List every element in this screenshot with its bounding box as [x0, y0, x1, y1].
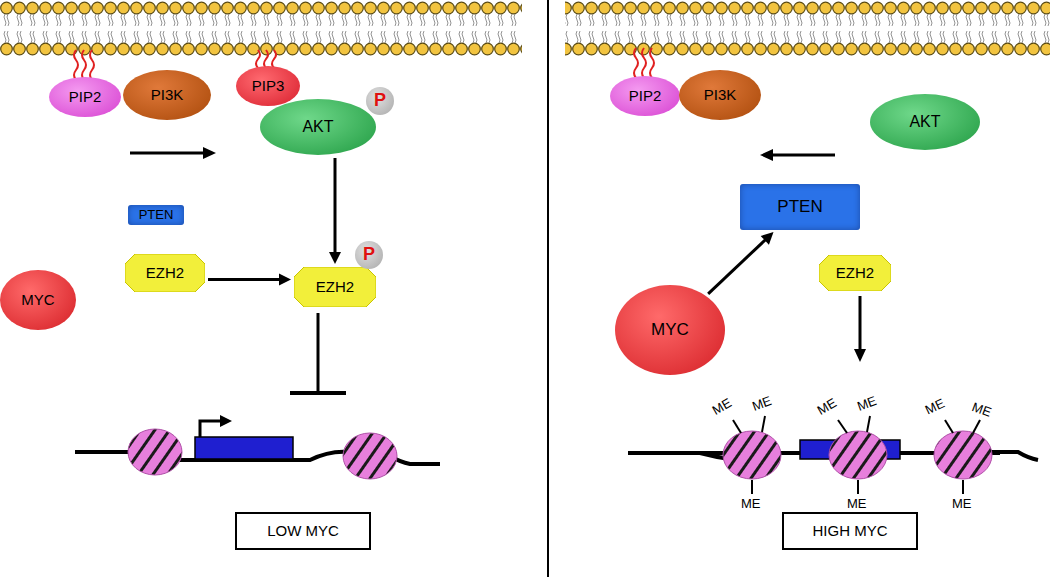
node-label: PIP2	[629, 88, 662, 105]
node-label: PIP2	[69, 89, 102, 106]
node-label: EZH2	[316, 279, 354, 296]
methyl-label: ME	[952, 497, 972, 510]
phosphatase-box: PTEN	[128, 205, 184, 225]
protein-node: EZH2	[294, 267, 376, 307]
protein-node: EZH2	[125, 254, 205, 292]
node-label: MYC	[651, 321, 689, 340]
lipid-node: PIP2	[49, 77, 121, 117]
divider	[547, 0, 549, 577]
kinase-node: PI3K	[123, 70, 211, 120]
node-label: PI3K	[151, 87, 184, 104]
kinase-node: PI3K	[679, 70, 761, 120]
node-label: PTEN	[777, 198, 822, 217]
methyl-label: ME	[923, 396, 946, 416]
condition-box: LOW MYC	[235, 512, 371, 550]
activation-arrow	[708, 232, 773, 294]
protein-node: EZH2	[819, 255, 891, 291]
lipid-node: PIP3	[236, 66, 300, 106]
node-label: PTEN	[139, 208, 174, 222]
membrane	[565, 0, 1050, 57]
membrane	[0, 0, 522, 57]
protein-node: MYC	[0, 270, 76, 330]
kinase-node: AKT	[260, 99, 376, 155]
methyl-label: ME	[855, 394, 878, 413]
node-label: P	[374, 91, 386, 111]
methyl-label: ME	[750, 394, 773, 413]
methyl-label: ME	[970, 400, 993, 419]
dna	[75, 415, 440, 479]
reaction-arrow	[130, 147, 866, 362]
protein-node: MYC	[615, 285, 725, 375]
phospho-mark: P	[366, 87, 394, 115]
node-label: AKT	[302, 118, 333, 136]
phosphatase-box: PTEN	[740, 184, 860, 230]
node-label: EZH2	[146, 265, 184, 282]
node-label: AKT	[909, 113, 940, 131]
leader-line	[733, 416, 980, 494]
dna	[628, 431, 1038, 479]
activation-arrow	[208, 274, 291, 286]
node-label: MYC	[21, 292, 54, 309]
node-label: LOW MYC	[267, 523, 339, 540]
methyl-label: ME	[741, 497, 761, 510]
methyl-label: ME	[710, 396, 733, 417]
methyl-label: ME	[815, 396, 838, 417]
phospho-mark: P	[355, 241, 383, 269]
inhibition-bar	[290, 313, 346, 393]
node-label: HIGH MYC	[813, 523, 888, 540]
lipid-node: PIP2	[610, 76, 680, 116]
node-label: PI3K	[704, 87, 737, 104]
methyl-label: ME	[847, 497, 867, 510]
condition-box: HIGH MYC	[782, 512, 918, 550]
node-label: P	[363, 245, 375, 265]
node-label: EZH2	[836, 265, 874, 282]
node-label: PIP3	[252, 78, 285, 95]
activation-arrow	[329, 158, 341, 264]
kinase-node: AKT	[870, 94, 980, 150]
